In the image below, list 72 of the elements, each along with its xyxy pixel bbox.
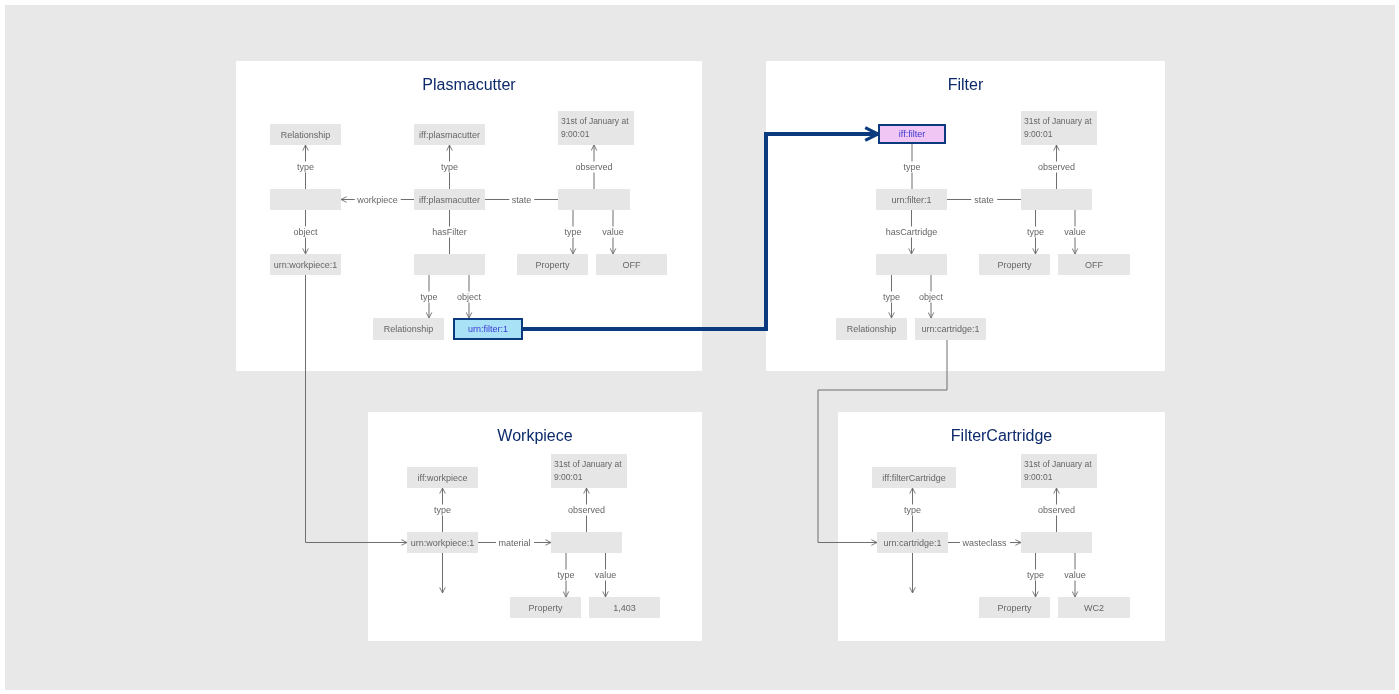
edge-label: type: [431, 504, 454, 516]
edge-label: type: [438, 161, 461, 173]
edge-label: observed: [565, 504, 608, 516]
node-box: 31st of January at 9:00:01: [1021, 111, 1097, 145]
edge-label: object: [916, 291, 946, 302]
edge-label: state: [508, 194, 535, 205]
node-box: Relationship: [836, 318, 907, 340]
node-box: urn:cartridge:1: [915, 318, 986, 340]
edge-label: type: [554, 569, 578, 581]
highlighted-node-box: iff:filter: [878, 124, 946, 144]
node-box: iff:filterCartridge: [872, 467, 956, 488]
panel-title: Filter: [946, 76, 985, 94]
empty-node-box: [558, 189, 630, 210]
edge-label: type: [901, 504, 924, 516]
edge-label: workpiece: [354, 194, 401, 205]
arrow: [305, 274, 408, 546]
empty-node-box: [414, 254, 485, 275]
node-box: iff:workpiece: [407, 467, 478, 488]
node-box: iff:plasmacutter: [414, 124, 485, 145]
edge-label: type: [417, 291, 441, 302]
node-box: Property: [517, 254, 588, 275]
edge-label: observed: [1035, 504, 1078, 516]
edge-label: hasFilter: [429, 226, 470, 238]
node-box: urn:workpiece:1: [270, 254, 341, 275]
edge-label: state: [971, 194, 997, 205]
node-box: urn:filter:1: [876, 189, 947, 210]
edge-label: object: [454, 291, 484, 302]
node-box: 1,403: [589, 597, 660, 618]
empty-node-box: [1021, 189, 1092, 210]
highlighted-node-box: urn:filter:1: [453, 318, 523, 340]
empty-node-box: [1021, 532, 1092, 553]
arrow: [439, 552, 446, 594]
edge-label: type: [561, 226, 585, 238]
node-box: 31st of January at 9:00:01: [558, 111, 634, 145]
panel-title: Workpiece: [496, 427, 574, 445]
node-box: urn:cartridge:1: [877, 532, 948, 553]
node-box: Property: [510, 597, 581, 618]
arrow: [817, 339, 948, 546]
node-box: Property: [979, 254, 1050, 275]
edge-label: object: [290, 226, 321, 238]
arrow: [523, 126, 880, 331]
node-box: OFF: [596, 254, 667, 275]
panel-title: Plasmacutter: [421, 76, 517, 94]
edge-label: material: [495, 537, 534, 548]
arrow: [909, 552, 916, 594]
node-box: Relationship: [373, 318, 444, 340]
node-box: WC2: [1058, 597, 1130, 618]
empty-node-box: [270, 189, 341, 210]
edge-label: wasteclass: [959, 537, 1010, 548]
edge-label: type: [1024, 226, 1047, 238]
edge-label: type: [880, 291, 903, 302]
node-box: OFF: [1058, 254, 1130, 275]
edge-label: value: [599, 226, 627, 238]
panel-card: [766, 61, 1165, 371]
edge-label: type: [1024, 569, 1047, 581]
node-box: Relationship: [270, 124, 341, 145]
empty-node-box: [551, 532, 622, 553]
panel-title: FilterCartridge: [949, 427, 1054, 445]
node-box: iff:plasmacutter: [414, 189, 485, 210]
edge-label: value: [1061, 226, 1089, 238]
edge-label: type: [294, 161, 317, 173]
panel-card: [838, 412, 1165, 641]
node-box: Property: [979, 597, 1050, 618]
edge-label: value: [1061, 569, 1089, 581]
edge-label: observed: [1035, 161, 1078, 173]
panel-card: [368, 412, 702, 641]
edge-label: type: [900, 161, 924, 172]
empty-node-box: [876, 254, 947, 275]
node-box: urn:workpiece:1: [407, 532, 478, 553]
panel-card: [236, 61, 702, 371]
node-box: 31st of January at 9:00:01: [1021, 454, 1097, 488]
node-box: 31st of January at 9:00:01: [551, 454, 627, 488]
